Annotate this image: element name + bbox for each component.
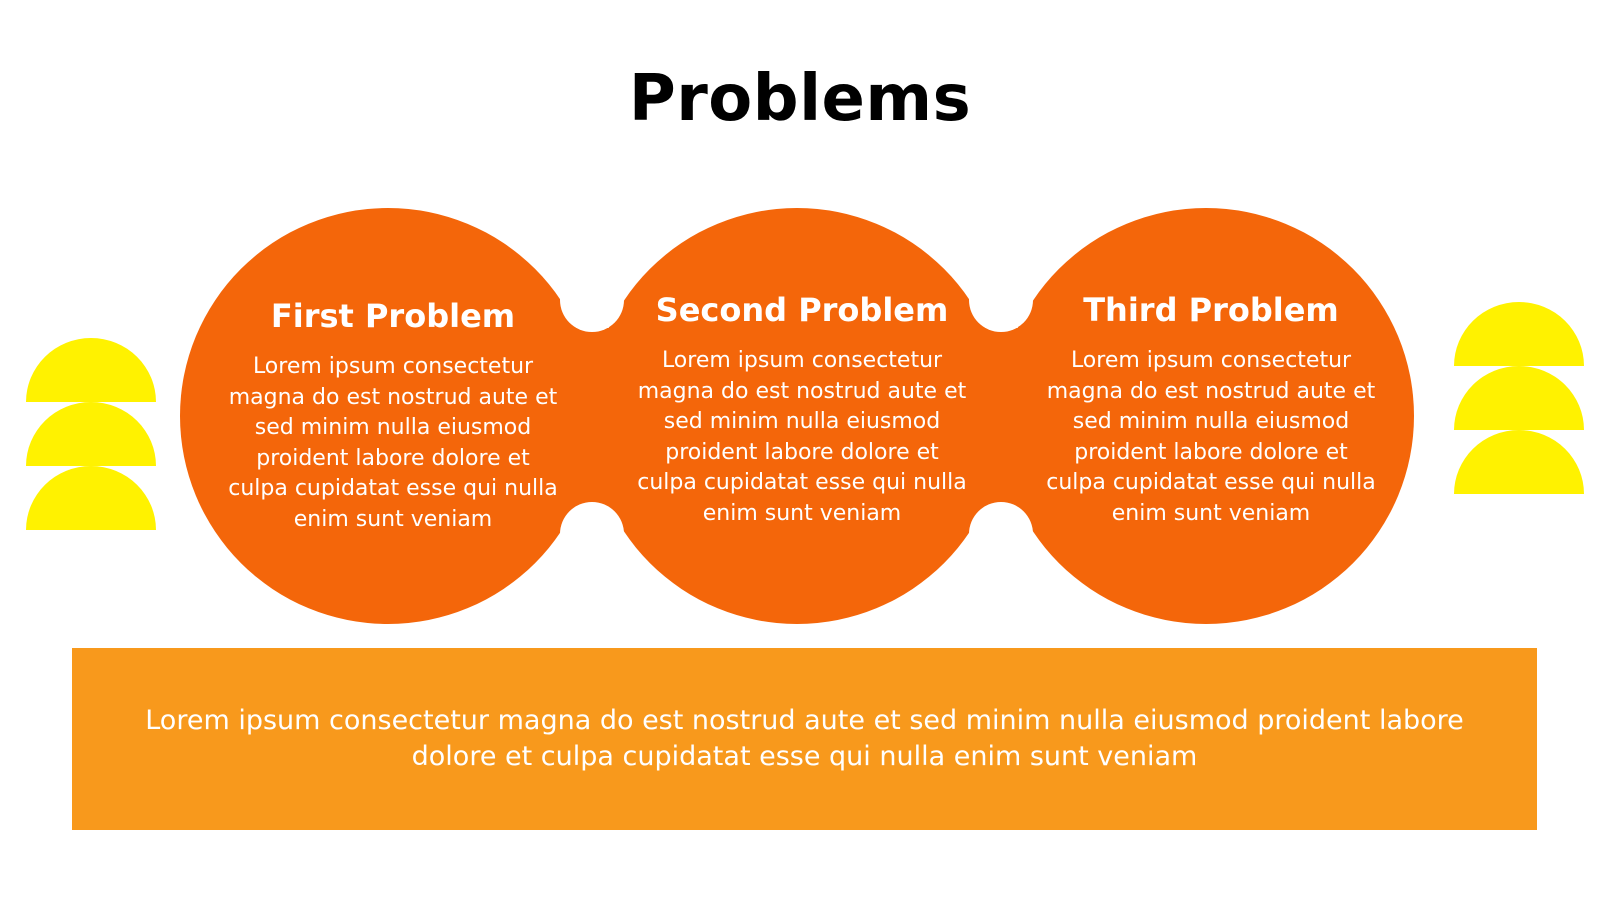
summary-text: Lorem ipsum consectetur magna do est nos… xyxy=(145,705,1464,772)
problem-description: Lorem ipsum consectetur magna do est nos… xyxy=(1046,348,1376,526)
summary-band: Lorem ipsum consectetur magna do est nos… xyxy=(72,648,1537,830)
problem-card-second: Second Problem Lorem ipsum consectetur m… xyxy=(622,290,982,529)
problem-title: Third Problem xyxy=(1083,291,1339,329)
problem-description: Lorem ipsum consectetur magna do est nos… xyxy=(228,354,558,532)
stacked-semicircles-icon xyxy=(1454,302,1584,494)
problem-title: First Problem xyxy=(270,297,516,335)
problem-title: Second Problem xyxy=(655,291,949,329)
stacked-semicircles-icon xyxy=(26,338,156,530)
page-title: Problems xyxy=(628,62,972,136)
problem-card-third: Third Problem Lorem ipsum consectetur ma… xyxy=(1031,290,1391,529)
problem-description: Lorem ipsum consectetur magna do est nos… xyxy=(637,348,967,526)
problem-card-first: First Problem Lorem ipsum consectetur ma… xyxy=(213,296,573,535)
